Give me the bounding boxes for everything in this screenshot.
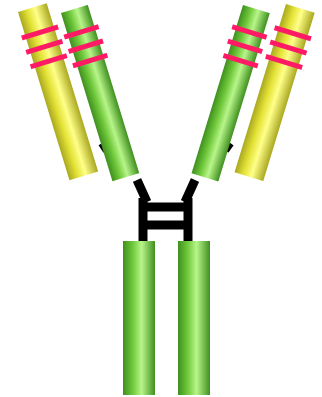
right-heavy-chain-stem — [178, 241, 210, 395]
left-heavy-chain-stem — [123, 241, 155, 395]
